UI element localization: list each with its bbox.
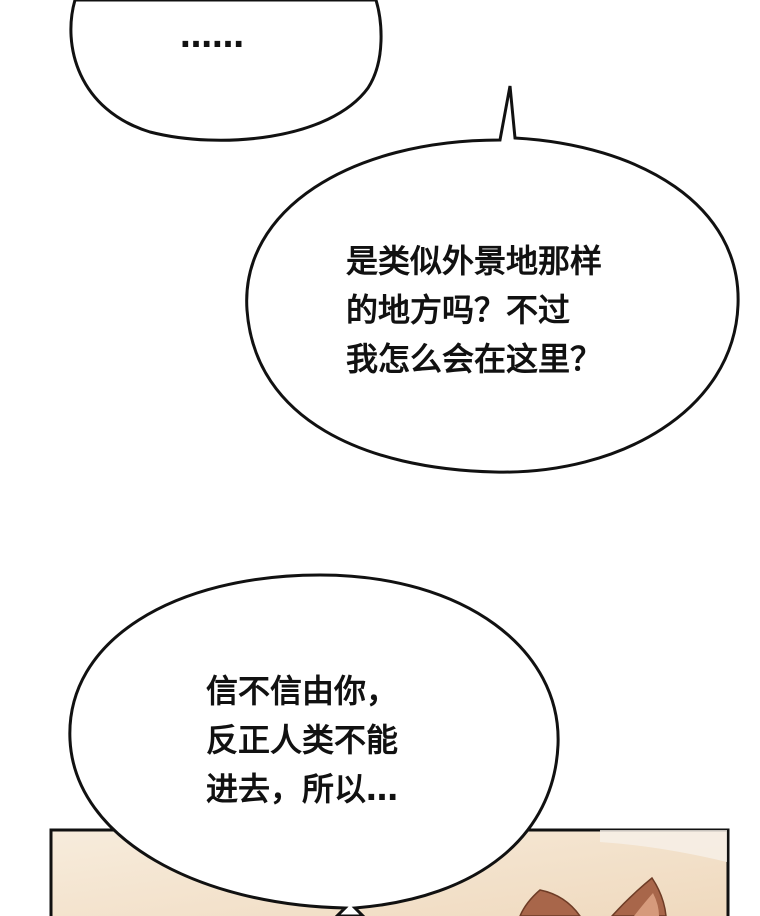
bubble-3-line-3: 进去，所以… <box>206 770 399 808</box>
bubble-2-text: 是类似外景地那样 的地方吗？不过 我怎么会在这里？ <box>346 237 602 384</box>
creature-ears <box>519 876 667 916</box>
bubble-1-line-1: …… <box>180 17 244 55</box>
bubble-3-text: 信不信由你， 反正人类不能 进去，所以… <box>206 667 398 814</box>
speech-bubble-1 <box>69 0 383 142</box>
bubble-2-line-2: 的地方吗？不过 <box>346 291 571 329</box>
bubble-2-line-3: 我怎么会在这里？ <box>346 340 603 378</box>
bubble-3-line-2: 反正人类不能 <box>206 721 399 759</box>
bubble-1-text: …… <box>180 12 244 61</box>
bubble-2-line-1: 是类似外景地那样 <box>346 242 603 280</box>
speech-bubble-2 <box>245 85 740 474</box>
bubble-3-line-1: 信不信由你， <box>206 672 399 710</box>
speech-bubble-3 <box>68 573 560 916</box>
